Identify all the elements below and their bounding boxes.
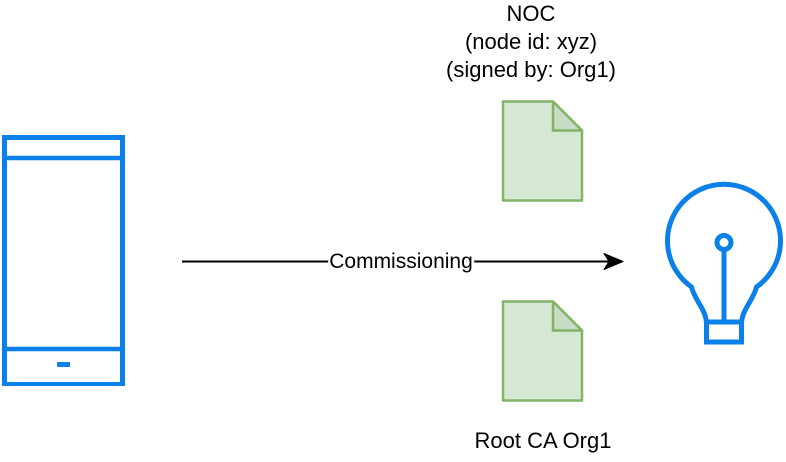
bulb-base bbox=[704, 319, 744, 345]
root-ca-label: Root CA Org1 bbox=[474, 428, 612, 453]
lightbulb-icon bbox=[665, 181, 783, 345]
document-body bbox=[501, 100, 584, 202]
noc-certificate-icon bbox=[501, 100, 584, 202]
noc-label-line2: (node id: xyz) bbox=[464, 29, 598, 54]
bulb-filament-tip bbox=[714, 233, 734, 252]
phone-body bbox=[2, 135, 125, 386]
noc-label-line1: NOC bbox=[506, 1, 556, 26]
noc-label-line3: (signed by: Org1) bbox=[446, 57, 616, 82]
smartphone-icon bbox=[2, 135, 125, 386]
phone-home-button bbox=[57, 362, 70, 367]
document-fold bbox=[551, 300, 584, 332]
document-body bbox=[501, 300, 584, 402]
document-fold bbox=[551, 100, 584, 132]
arrow-label: Commissioning bbox=[328, 248, 474, 276]
root-ca-certificate-icon bbox=[501, 300, 584, 402]
arrow-head-icon bbox=[603, 253, 624, 270]
noc-label: NOC (node id: xyz) (signed by: Org1) bbox=[406, 0, 656, 84]
